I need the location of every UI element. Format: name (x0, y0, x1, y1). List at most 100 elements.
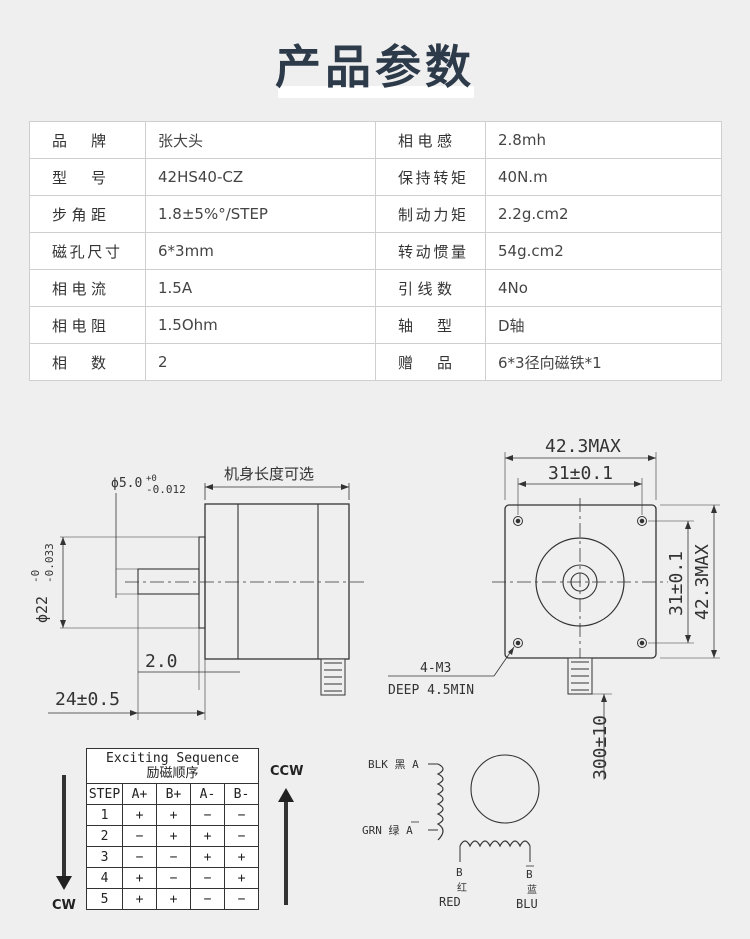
spec-value-right: D轴 (485, 306, 722, 344)
spec-label-chars: 相电流 (52, 278, 106, 299)
page-title: 产品参数 (275, 40, 475, 94)
boss-dia-tol-lower: -0.033 (43, 543, 56, 583)
spec-label-char: 持 (415, 168, 431, 187)
spec-value-right: 40N.m (485, 158, 722, 196)
sequence-cell: − (224, 825, 259, 847)
spec-label-char: 磁 (52, 242, 68, 261)
cw-label: CW (52, 898, 76, 913)
spec-label-right: 轴型 (375, 306, 486, 344)
lead-length-label: 300±10 (590, 715, 611, 780)
front-height-hole: 31±0.1 (666, 551, 687, 616)
spec-label-chars: 转动惯量 (398, 241, 466, 262)
sequence-cell: − (224, 888, 259, 910)
spec-value-left: 1.5Ohm (145, 306, 376, 344)
sequence-cell: 1 (86, 804, 123, 826)
spec-label-right: 制动力矩 (375, 195, 486, 233)
shaft-dia-label: ϕ5.0 (111, 476, 142, 491)
shaft (137, 568, 200, 595)
spec-label-char: 牌 (90, 131, 106, 150)
dimension-drawing: 机身长度可选 ϕ5.0 +0 -0.012 ϕ22 -0 -0.033 2.0 … (29, 436, 720, 913)
wire-b-left-cn: 红 (457, 881, 467, 894)
front-view: 42.3MAX 31±0.1 31±0.1 42.3MAX 4-M3 DEEP … (388, 436, 720, 780)
spec-value-left: 张大头 (145, 121, 376, 159)
spec-label-char: 制 (398, 205, 414, 224)
spec-label-char: 感 (436, 131, 452, 150)
sequence-cell: + (190, 846, 225, 868)
spec-row: 品牌张大头 相电感 2.8mh (29, 121, 722, 159)
spec-label-chars: 相电阻 (52, 315, 106, 336)
boss (198, 536, 206, 629)
sequence-cell: + (224, 846, 259, 868)
sequence-cell: + (122, 867, 157, 889)
spec-label-char: 型 (436, 316, 452, 335)
spec-label-left: 相数 (29, 343, 146, 381)
sequence-title: Exciting Sequence (105, 751, 240, 766)
spec-label-char: 转 (398, 242, 414, 261)
spec-label-char: 力 (433, 205, 449, 224)
sequence-row: 1++−− (86, 804, 259, 826)
rotor-circle (470, 754, 540, 824)
spec-label-char: 线 (417, 279, 433, 298)
spec-label-char: 电 (417, 131, 433, 150)
cw-arrow: CW (52, 775, 76, 913)
spec-label-left: 步角距 (29, 195, 146, 233)
sequence-subtitle: 励磁顺序 (146, 766, 199, 781)
spec-label-chars: 相电感 (398, 130, 452, 151)
spec-label-chars: 保持转矩 (398, 167, 466, 188)
spec-label-char: 品 (436, 353, 452, 372)
spec-label-char: 距 (90, 205, 106, 224)
spec-label-char: 数 (436, 279, 452, 298)
sequence-cell: + (156, 804, 191, 826)
spec-value-left: 42HS40-CZ (145, 158, 376, 196)
spec-label-right: 转动惯量 (375, 232, 486, 270)
spec-label-left: 品牌 (29, 121, 146, 159)
sequence-cell: − (224, 804, 259, 826)
spec-value-right: 2.8mh (485, 121, 722, 159)
sequence-row: 5++−− (86, 888, 259, 910)
front-height-max: 42.3MAX (692, 544, 713, 620)
spec-label-right: 赠品 (375, 343, 486, 381)
spec-value-left: 1.5A (145, 269, 376, 307)
flange-outline (504, 504, 657, 659)
spec-label-chars: 制动力矩 (398, 204, 466, 225)
spec-value-right: 2.2g.cm2 (485, 195, 722, 233)
spec-label-char: 数 (90, 353, 106, 372)
sequence-cell: + (190, 825, 225, 847)
front-hole-spacing: 31±0.1 (548, 463, 613, 484)
spec-label-char: 惯 (433, 242, 449, 261)
spec-value-right: 54g.cm2 (485, 232, 722, 270)
spec-label-right: 相电感 (375, 121, 486, 159)
spec-label-char: 量 (450, 242, 466, 261)
sequence-cell: + (224, 867, 259, 889)
spec-label-left: 相电阻 (29, 306, 146, 344)
sequence-header-cell: B+ (156, 783, 191, 805)
spec-label-char: 步 (52, 205, 68, 224)
spec-label-left: 型号 (29, 158, 146, 196)
wire-grn-label: GRN 绿 A (362, 823, 413, 837)
spec-label-left: 相电流 (29, 269, 146, 307)
sequence-cell: 3 (86, 846, 123, 868)
motor-body-outline (204, 503, 350, 660)
boss-depth-label: 2.0 (145, 651, 178, 672)
shaft-dia-tol-lower: -0.012 (146, 483, 186, 496)
spec-label-char: 赠 (398, 353, 414, 372)
sequence-row: 2−++− (86, 825, 259, 847)
spec-value-right: 6*3径向磁铁*1 (485, 343, 722, 381)
spec-label-char: 动 (415, 205, 431, 224)
shaft-length-label: 24±0.5 (55, 689, 120, 710)
spec-label-char: 相 (398, 131, 414, 150)
spec-label-char: 寸 (104, 242, 120, 261)
sequence-cell: + (122, 888, 157, 910)
spec-label-left: 磁孔尺寸 (29, 232, 146, 270)
body-length-note: 机身长度可选 (224, 465, 314, 483)
spec-label-right: 保持转矩 (375, 158, 486, 196)
wire-b-right-cn: 蓝 (527, 884, 537, 896)
spec-label-chars: 引线数 (398, 278, 452, 299)
shaft-dia-tol-upper: +0 (146, 474, 157, 484)
